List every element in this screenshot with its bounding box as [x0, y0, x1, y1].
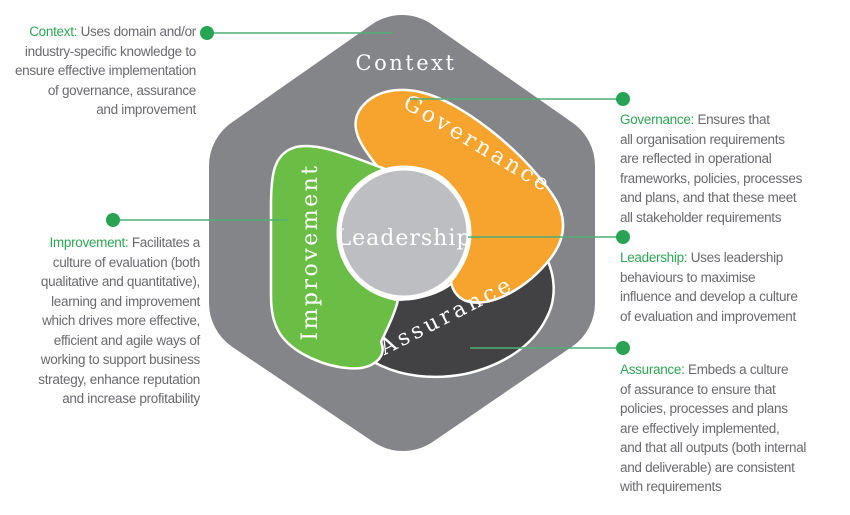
- assurance-connector-dot: [616, 341, 630, 355]
- improvement-callout-line: which drives more effective,: [42, 313, 200, 328]
- assurance-callout: Assurance: Embeds a culture of assurance…: [620, 360, 848, 497]
- assurance-callout-line: policies, processes and plans: [620, 401, 788, 416]
- context-callout-line: of governance, assurance: [47, 82, 196, 98]
- context-callout: Context: Uses domain and/or industry-spe…: [0, 22, 196, 120]
- context-callout-line: ensure effective implementation: [14, 63, 196, 78]
- leadership-callout-line: Uses leadership: [687, 250, 784, 265]
- assurance-callout-label: Assurance:: [620, 362, 685, 377]
- leadership-connector-dot: [616, 230, 630, 244]
- context-callout-line: industry-specific knowledge to: [24, 43, 196, 59]
- governance-callout-line: are reflected in operational: [620, 151, 772, 166]
- governance-callout-line: Ensures that: [694, 112, 770, 127]
- governance-callout-line: frameworks, policies, processes: [620, 170, 803, 186]
- context-connector-dot: [200, 26, 214, 40]
- leadership-callout-line: of evaluation and improvement: [620, 308, 796, 324]
- improvement-callout-line: learning and improvement: [51, 293, 200, 309]
- context-callout-line: and improvement: [96, 102, 196, 117]
- improvement-callout-label: Improvement:: [49, 235, 129, 250]
- governance-callout-line: all stakeholder requirements: [620, 209, 782, 225]
- governance-callout-label: Governance:: [620, 112, 694, 127]
- assurance-callout-line: and that all outputs (both internal: [620, 440, 807, 455]
- governance-callout: Governance: Ensures that all organisatio…: [620, 110, 848, 227]
- improvement-callout-line: working to support business: [40, 352, 201, 367]
- improvement-callout-line: and increase profitability: [62, 391, 200, 406]
- improvement-callout-line: qualitative and quantitative),: [40, 274, 200, 289]
- assurance-callout-line: and deliverable) are consistent: [620, 459, 795, 475]
- assurance-callout-line: with requirements: [620, 479, 722, 494]
- improvement-connector-dot: [106, 213, 120, 227]
- leadership-callout: Leadership: Uses leadership behaviours t…: [620, 248, 848, 326]
- connector-lines: [113, 32, 623, 349]
- improvement-callout-line: Facilitates a: [128, 235, 200, 250]
- improvement-callout-line: culture of evaluation (both: [52, 254, 201, 270]
- connector-dots: [106, 26, 630, 355]
- assurance-callout-line: of assurance to ensure that: [620, 381, 776, 397]
- assurance-callout-line: are effectively implemented,: [620, 420, 780, 436]
- assurance-callout-line: Embeds a culture: [684, 362, 789, 377]
- context-callout-label: Context:: [29, 24, 78, 39]
- leadership-circle-shape: [336, 165, 472, 301]
- context-shape-label: Context: [356, 51, 457, 75]
- leadership-callout-line: behaviours to maximise: [620, 269, 756, 285]
- governance-callout-line: all organisation requirements: [620, 131, 785, 147]
- governance-callout-line: and plans, and that these meet: [620, 190, 797, 205]
- leadership-callout-label: Leadership:: [620, 250, 688, 265]
- improvement-shape-label: Improvement: [298, 163, 323, 340]
- leadership-shape-label: Leadership: [337, 226, 472, 251]
- improvement-callout-line: efficient and agile ways of: [53, 332, 201, 348]
- improvement-callout: Improvement: Facilitates a culture of ev…: [0, 233, 200, 409]
- context-callout-line: Uses domain and/or: [77, 24, 197, 39]
- governance-connector-dot: [616, 92, 630, 106]
- improvement-callout-line: strategy, enhance reputation: [38, 371, 200, 387]
- leadership-callout-line: influence and develop a culture: [620, 289, 798, 304]
